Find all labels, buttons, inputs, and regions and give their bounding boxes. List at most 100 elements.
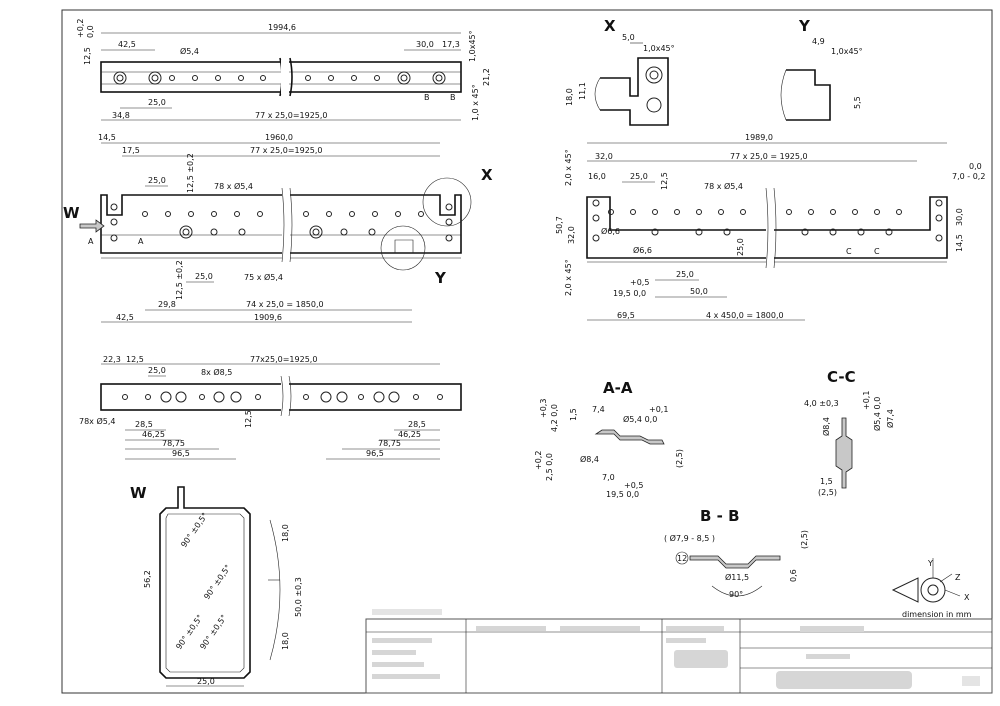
detail-x-d-11: 11,1 <box>578 82 587 100</box>
bottom-d-46-25: 46,25 <box>142 430 165 439</box>
bottom-d-96-5-r: 96,5 <box>366 449 384 458</box>
projection-axis-y: Y <box>927 559 933 568</box>
top-d-34-8: 34,8 <box>112 111 130 120</box>
front-detail-y-callout: Y <box>434 269 447 287</box>
rear-view-profile <box>586 196 948 259</box>
rear-holes: 78 x Ø5,4 <box>704 181 743 191</box>
bottom-holes-big: 8x Ø8,5 <box>201 367 232 377</box>
projection-axis-z: Z <box>955 573 961 582</box>
top-chamfer-right: 1,0x45° <box>468 30 477 62</box>
bb-mark: 12 <box>677 554 687 563</box>
w-d-25: 25,0 <box>197 677 215 686</box>
bottom-d-78-75-r: 78,75 <box>378 439 401 448</box>
bottom-view: 22,3 12,5 77x25,0=1925,0 25,0 8x Ø8,5 78… <box>79 355 462 460</box>
rear-tol-plus: +0,5 <box>630 278 649 287</box>
bottom-d-28-5: 28,5 <box>135 420 153 429</box>
top-tol-zero: 0,0 <box>86 25 95 38</box>
w-d-56-2: 56,2 <box>143 570 152 588</box>
rear-tol-range: 7,0 - 0,2 <box>952 172 985 181</box>
aa-d-7-4: 7,4 <box>592 405 605 414</box>
aa-tol-plus-c: +0,2 <box>534 451 543 470</box>
front-detail-x-callout: X <box>481 166 493 184</box>
rear-d-32: 32,0 <box>595 152 613 161</box>
title-block <box>365 609 993 694</box>
aa-hole-big: Ø8,4 <box>580 454 599 464</box>
front-overall: 1960,0 <box>265 133 293 142</box>
detail-x-chamfer: 1,0x45° <box>643 44 675 53</box>
rear-chamfer-2: 2,0 x 45° <box>564 259 573 296</box>
front-d-25: 25,0 <box>148 176 166 185</box>
projection-note: dimension in mm <box>902 610 972 619</box>
aa-d-7: 7,0 <box>602 473 615 482</box>
detail-x-d-18: 18,0 <box>565 88 574 106</box>
front-d-29-8: 29,8 <box>158 300 176 309</box>
front-d-12-5-tol-b: 12,5 ±0,2 <box>175 260 184 300</box>
detail-y: Y 4,9 1,0x45° 5,5 <box>780 17 863 121</box>
rear-hole-6-6b: Ø6,6 <box>633 245 652 255</box>
w-d-50: 50,0 ±0,3 <box>294 577 303 617</box>
view-w-label: W <box>130 484 147 502</box>
w-d-18b: 18,0 <box>281 632 290 650</box>
cc-d-4: 4,0 ±0,3 <box>804 399 839 408</box>
top-overall-dim: 1994,6 <box>268 23 296 32</box>
cc-hole-big: Ø8,4 <box>821 417 831 436</box>
top-section-b1: B <box>424 93 430 102</box>
w-angle-2: 90° ±0,5° <box>202 563 232 601</box>
bottom-d-28-5-r: 28,5 <box>408 420 426 429</box>
front-d-25-b: 25,0 <box>195 272 213 281</box>
front-section-a2: A <box>138 237 144 246</box>
rear-d-12-5: 12,5 <box>660 172 669 190</box>
bottom-pitch: 77x25,0=1925,0 <box>250 355 317 364</box>
rear-chamfer-1: 2,0 x 45° <box>564 149 573 186</box>
detail-y-label: Y <box>798 17 811 35</box>
view-w: W 90° ±0,5° 90° ±0,5° 90° ±0,5° 90° ±0,5… <box>130 484 303 687</box>
aa-d-2-5-ref: (2,5) <box>675 449 684 468</box>
aa-tol-plus-d: +0,5 <box>624 481 643 490</box>
bb-d-0-6: 0,6 <box>789 569 798 582</box>
bottom-d-12-5-v: 12,5 <box>244 410 253 428</box>
rear-d-19-5: 19,5 0,0 <box>613 289 646 298</box>
top-hole-dia: Ø5,4 <box>180 46 199 56</box>
detail-y-chamfer: 1,0x45° <box>831 47 863 56</box>
aa-hole: Ø5,4 0,0 <box>623 414 657 424</box>
front-section-a1: A <box>88 237 94 246</box>
front-view-label-w: W <box>63 204 80 222</box>
front-holes-top: 78 x Ø5,4 <box>214 181 253 191</box>
rear-tol-zero: 0,0 <box>969 162 982 171</box>
top-d-42-5: 42,5 <box>118 40 136 49</box>
aa-tol-plus-b: +0,1 <box>649 405 668 414</box>
front-view-profile <box>100 194 462 254</box>
front-d-12-5-tol: 12,5 ±0,2 <box>186 153 195 193</box>
rear-d-14-5: 14,5 <box>955 234 964 252</box>
rear-d-30: 30,0 <box>955 208 964 226</box>
section-c-c: C-C 4,0 ±0,3 Ø8,4 +0,1 Ø5,4 0,0 Ø7,4 1,5… <box>804 368 895 497</box>
top-d-21-2: 21,2 <box>482 68 491 86</box>
front-pitch: 77 x 25,0=1925,0 <box>250 146 323 155</box>
detail-y-d-5-5: 5,5 <box>853 96 862 109</box>
cc-tol-plus: +0,1 <box>862 391 871 410</box>
bottom-d-96-5: 96,5 <box>172 449 190 458</box>
aa-tol-plus: +0,3 <box>539 399 548 418</box>
rear-d-16: 16,0 <box>588 172 606 181</box>
top-d-17-3: 17,3 <box>442 40 460 49</box>
section-b-b: B - B ( Ø7,9 - 8,5 ) 12 (2,5) Ø11,5 0,6 … <box>664 507 809 599</box>
aa-d-4-2: 4,2 0,0 <box>550 404 559 432</box>
bottom-holes-small: 78x Ø5,4 <box>79 416 115 426</box>
top-view: 1994,6 +0,2 0,0 12,5 42,5 Ø5,4 30,0 17,3… <box>76 19 491 121</box>
front-d-1909-6: 1909,6 <box>254 313 282 322</box>
rear-d-25-h: 25,0 <box>676 270 694 279</box>
front-pitch-b: 74 x 25,0 = 1850,0 <box>246 300 324 309</box>
rear-d-25: 25,0 <box>630 172 648 181</box>
detail-y-d-4-9: 4,9 <box>812 37 825 46</box>
rear-d-50: 50,0 <box>690 287 708 296</box>
top-pitch: 77 x 25,0=1925,0 <box>255 111 328 120</box>
rear-d-32-v: 32,0 <box>567 226 576 244</box>
top-d-25: 25,0 <box>148 98 166 107</box>
bb-angle: 90° <box>729 590 743 599</box>
cc-hole-7-4: Ø7,4 <box>885 409 895 428</box>
bottom-d-12-5: 12,5 <box>126 355 144 364</box>
rear-pitch: 77 x 25,0 = 1925,0 <box>730 152 808 161</box>
rear-hole-6-6a: Ø6,6 <box>601 226 620 236</box>
w-angle-1: 90° ±0,5° <box>179 511 209 549</box>
rear-section-c2: C <box>874 247 880 256</box>
